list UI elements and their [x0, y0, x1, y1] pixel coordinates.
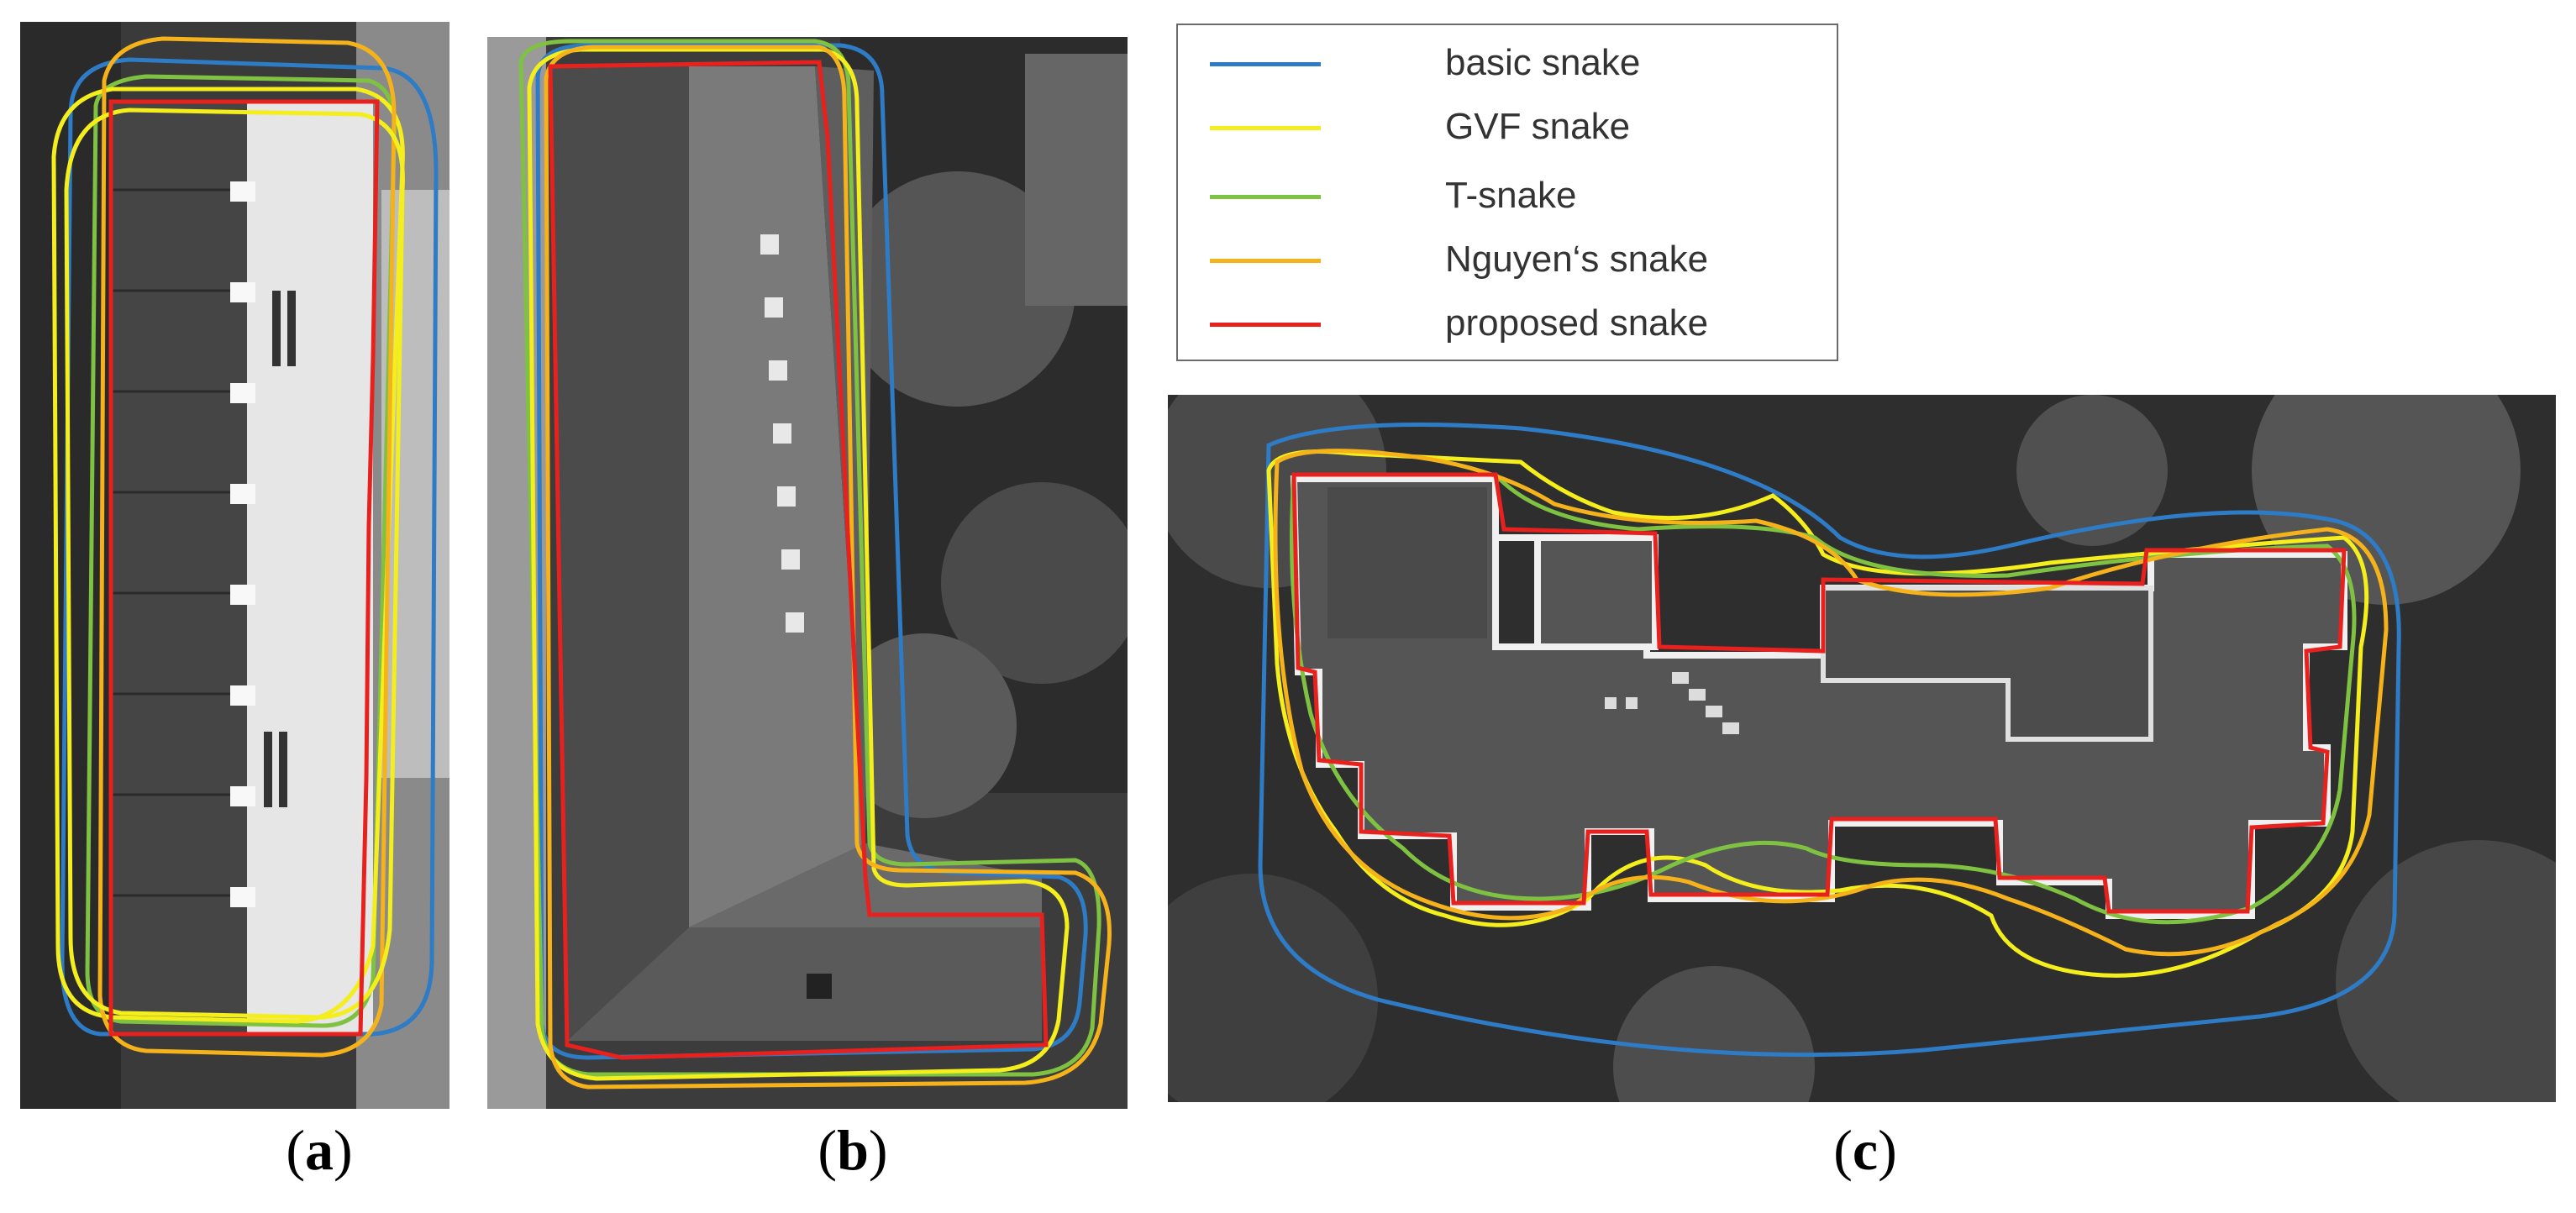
- aerial-photo-c: [1168, 395, 2556, 1102]
- gvf-snake-contour-a2: [64, 108, 405, 1020]
- panel-label-c: (c): [1833, 1118, 1897, 1182]
- aerial-image-c: [1168, 395, 2556, 1102]
- legend-item-nguyen-snake: Nguyen‘s snake: [1178, 235, 1837, 286]
- legend-swatch-tsnake: [1210, 195, 1321, 199]
- nguyen-snake-contour-c: [1273, 449, 2389, 957]
- legend-label: Nguyen‘s snake: [1445, 239, 1709, 280]
- basic-snake-contour-c: [1258, 423, 2401, 1058]
- nguyen-snake-contour-b: [544, 45, 1112, 1090]
- legend-label: proposed snake: [1445, 302, 1709, 344]
- basic-snake-contour-b: [535, 43, 1088, 1060]
- nguyen-snake-contour-a: [97, 36, 397, 1058]
- panel-label-b: (b): [817, 1118, 888, 1182]
- panel-label-a: (a): [286, 1118, 353, 1182]
- legend-item-t-snake: T-snake: [1178, 171, 1837, 222]
- aerial-image-a: [20, 22, 449, 1109]
- legend-label: basic snake: [1445, 42, 1641, 83]
- legend-swatch-basic: [1210, 62, 1321, 66]
- proposed-snake-contour-c: [1291, 472, 2347, 914]
- aerial-photo-a: [20, 22, 449, 1109]
- tsnake-contour-b: [518, 39, 1101, 1077]
- aerial-image-b: [487, 37, 1128, 1109]
- aerial-photo-b: [487, 37, 1128, 1109]
- proposed-snake-contour-a: [108, 99, 380, 1037]
- tsnake-contour-c: [1290, 472, 2357, 925]
- proposed-snake-contour-b: [548, 60, 1049, 1060]
- gvf-snake-contour-a: [51, 87, 405, 1024]
- legend-item-gvf-snake: GVF snake: [1178, 102, 1837, 153]
- legend-label: GVF snake: [1445, 106, 1631, 147]
- legend-item-proposed-snake: proposed snake: [1178, 299, 1837, 349]
- legend-swatch-nguyen: [1210, 259, 1321, 263]
- legend-label: T-snake: [1445, 175, 1577, 216]
- legend-item-basic-snake: basic snake: [1178, 39, 1837, 89]
- legend-swatch-gvf: [1210, 126, 1321, 130]
- legend-box: basic snake GVF snake T-snake Nguyen‘s s…: [1176, 24, 1838, 361]
- legend-swatch-proposed: [1210, 323, 1321, 327]
